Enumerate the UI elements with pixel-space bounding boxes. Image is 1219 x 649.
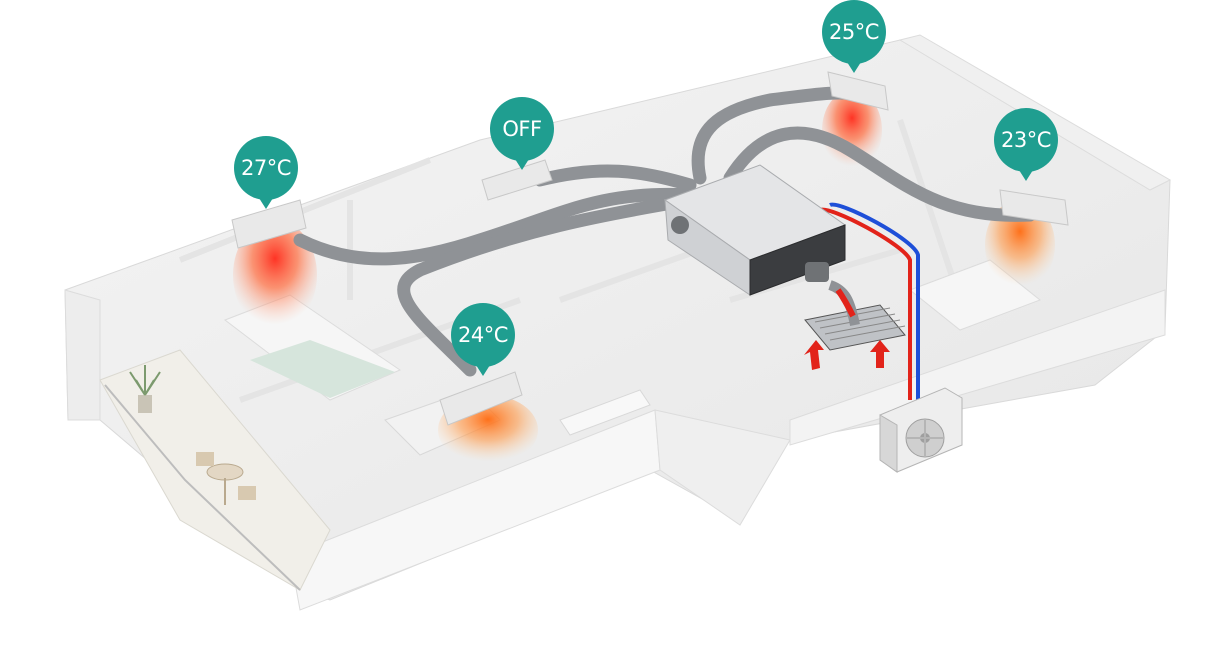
refrigerant-lines <box>819 202 920 400</box>
duct-living-room <box>397 193 697 377</box>
airflow-arrow-icon <box>804 340 824 370</box>
duct-bedroom-right <box>723 126 1037 222</box>
outdoor-unit-icon <box>879 387 963 473</box>
outer-wall-right <box>654 409 791 526</box>
duct-network <box>293 86 1037 377</box>
outer-wall-far-right <box>789 289 1166 446</box>
return-air-filter-icon <box>804 280 906 351</box>
warm-air-bedroom-right <box>985 200 1055 290</box>
diffuser-bedroom-right <box>999 189 1069 226</box>
return-line <box>829 202 920 400</box>
airflow-arrow-icon <box>870 340 890 368</box>
zone-marker-bedroom-top-right: 25°C <box>822 0 886 73</box>
balcony-railing <box>104 384 301 591</box>
duct-hallway <box>533 164 697 192</box>
zone-temperature: 24°C <box>458 323 508 347</box>
zone-marker-bedroom-right: 23°C <box>994 108 1058 181</box>
zone-status: OFF <box>502 117 542 141</box>
diffuser-living-room <box>439 371 523 426</box>
supply-line <box>819 207 912 400</box>
zone-temperature: 27°C <box>241 156 291 180</box>
bistro-table-icon <box>196 452 256 505</box>
outer-wall-left <box>64 289 101 421</box>
air-handler-icon <box>663 164 847 296</box>
warm-air-bedroom-left <box>233 220 317 330</box>
bed-blanket <box>250 340 395 398</box>
duct-bedroom-left <box>293 187 697 266</box>
partition <box>178 157 432 263</box>
zone-marker-hallway: OFF <box>490 97 554 170</box>
airflow-arrow-icon <box>835 288 856 318</box>
zone-temperature: 23°C <box>1001 128 1051 152</box>
diffuser-bedroom-top-right <box>827 71 889 111</box>
zone-temperature: 25°C <box>829 20 879 44</box>
diffusers <box>231 71 1069 426</box>
zone-marker-bedroom-left: 27°C <box>234 136 298 209</box>
partition <box>558 247 702 303</box>
partition <box>897 119 963 301</box>
intake-arrows <box>804 340 890 370</box>
kitchen-counter <box>559 389 651 436</box>
potted-plant-icon <box>129 365 161 413</box>
zone-marker-living-room: 24°C <box>451 303 515 376</box>
diffuser-bedroom-left <box>231 199 307 249</box>
